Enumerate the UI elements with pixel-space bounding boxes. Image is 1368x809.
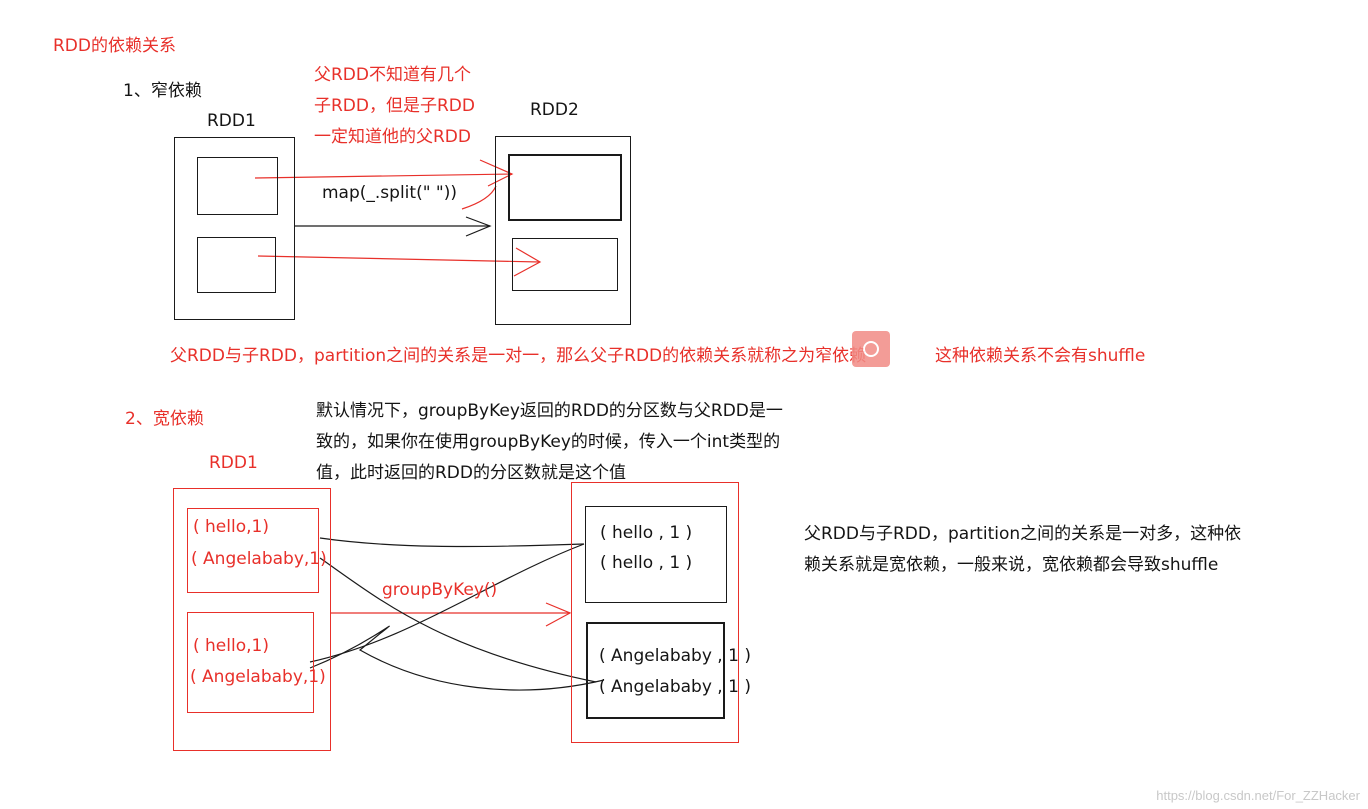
wide-child-partition: ( Angelababy , 1 ) ( Angelababy , 1 )	[586, 622, 751, 719]
wide-heading: 2、宽依赖	[125, 409, 204, 429]
wide-line-d	[309, 625, 605, 691]
record: ( Angelababy,1)	[191, 549, 327, 569]
record: ( hello,1)	[193, 517, 269, 537]
narrow-rdd1-label: RDD1	[207, 111, 256, 131]
narrow-arrow-top-head	[479, 159, 514, 187]
page-title: RDD的依赖关系	[53, 36, 176, 56]
narrow-rdd2-label: RDD2	[530, 100, 579, 120]
narrow-note-line: 子RDD，但是子RDD	[314, 96, 475, 116]
wide-rdd1-box	[173, 488, 331, 751]
wide-parent-partition: ( hello,1) ( Angelababy,1)	[187, 612, 326, 713]
wide-arrow-red-head	[545, 602, 572, 627]
record: ( hello , 1 )	[600, 553, 693, 573]
narrow-note-line: 父RDD不知道有几个	[314, 65, 471, 85]
narrow-no-shuffle-note: 这种依赖关系不会有shuffle	[935, 346, 1146, 366]
wide-summary: 父RDD与子RDD，partition之间的关系是一对多，这种依 赖关系就是宽依…	[804, 519, 1241, 581]
wide-note-line: 值，此时返回的RDD的分区数就是这个值	[316, 463, 626, 483]
narrow-arrow-bottom-head	[513, 247, 542, 277]
narrow-heading: 1、窄依赖	[123, 81, 202, 101]
wide-note-line: 默认情况下，groupByKey返回的RDD的分区数与父RDD是一	[316, 401, 783, 421]
narrow-arrow-top	[254, 173, 513, 179]
narrow-rdd2-box	[495, 136, 631, 325]
narrow-rdd2-partition	[512, 238, 618, 291]
wide-rdd2-box	[571, 482, 739, 743]
wide-line-a	[319, 537, 585, 548]
wide-rdd1-label: RDD1	[209, 453, 258, 473]
wide-child-partition: ( hello , 1 ) ( hello , 1 )	[585, 506, 727, 603]
wide-note-line: 致的，如果你在使用groupByKey的时候，传入一个int类型的	[316, 432, 781, 452]
record: ( hello,1)	[193, 636, 269, 656]
wide-operation-label: groupByKey()	[382, 580, 498, 600]
narrow-note-pointer	[461, 185, 497, 210]
narrow-note: 父RDD不知道有几个 子RDD，但是子RDD 一定知道他的父RDD	[314, 60, 475, 153]
narrow-rdd2-partition	[508, 154, 622, 221]
wide-note: 默认情况下，groupByKey返回的RDD的分区数与父RDD是一 致的，如果你…	[316, 396, 783, 489]
wide-summary-line: 赖关系就是宽依赖，一般来说，宽依赖都会导致shuffle	[804, 555, 1219, 575]
record: ( hello , 1 )	[600, 523, 693, 543]
record: ( Angelababy,1)	[190, 667, 326, 687]
bookmark-icon	[852, 331, 890, 367]
wide-summary-line: 父RDD与子RDD，partition之间的关系是一对多，这种依	[804, 524, 1242, 544]
narrow-arrow-bottom	[257, 255, 541, 263]
narrow-summary: 父RDD与子RDD，partition之间的关系是一对一，那么父子RDD的依赖关…	[170, 346, 867, 366]
narrow-rdd1-partition	[197, 157, 278, 215]
narrow-operation-label: map(_.split(" "))	[322, 183, 458, 203]
narrow-rdd1-partition	[197, 237, 276, 293]
watermark: https://blog.csdn.net/For_ZZHacker	[1156, 788, 1360, 803]
narrow-arrow-mid-head	[465, 216, 492, 237]
record: ( Angelababy , 1 )	[599, 646, 751, 666]
narrow-rdd1-box	[174, 137, 295, 320]
record: ( Angelababy , 1 )	[599, 677, 751, 697]
narrow-note-line: 一定知道他的父RDD	[314, 127, 471, 147]
wide-parent-partition: ( hello,1) ( Angelababy,1)	[187, 508, 327, 593]
wide-line-c	[309, 543, 585, 663]
wide-line-b	[319, 557, 597, 683]
